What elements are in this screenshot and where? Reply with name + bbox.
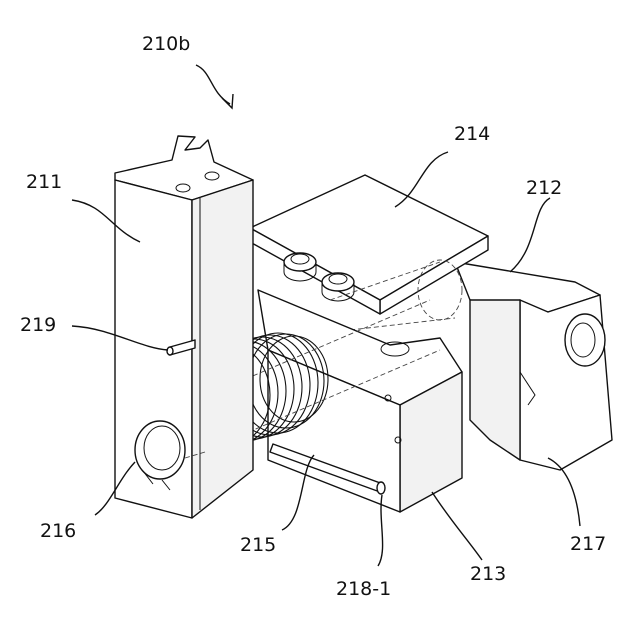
label-217: 217 xyxy=(570,533,606,555)
housing-block-213 xyxy=(258,290,462,512)
leader-212 xyxy=(510,198,550,272)
label-216: 216 xyxy=(40,520,76,542)
hook-lever-212 xyxy=(455,262,612,470)
label-218-1: 218-1 xyxy=(336,578,391,600)
left-column-211 xyxy=(115,136,253,518)
label-211: 211 xyxy=(26,171,62,193)
label-215: 215 xyxy=(240,534,276,556)
label-213: 213 xyxy=(470,563,506,585)
label-219: 219 xyxy=(20,314,56,336)
leader-218-1 xyxy=(378,495,383,566)
leader-213 xyxy=(432,492,482,560)
arrow-210b xyxy=(196,65,230,104)
screw-1 xyxy=(284,253,316,281)
label-214: 214 xyxy=(454,123,490,145)
label-210b: 210b xyxy=(142,33,190,55)
label-212: 212 xyxy=(526,177,562,199)
